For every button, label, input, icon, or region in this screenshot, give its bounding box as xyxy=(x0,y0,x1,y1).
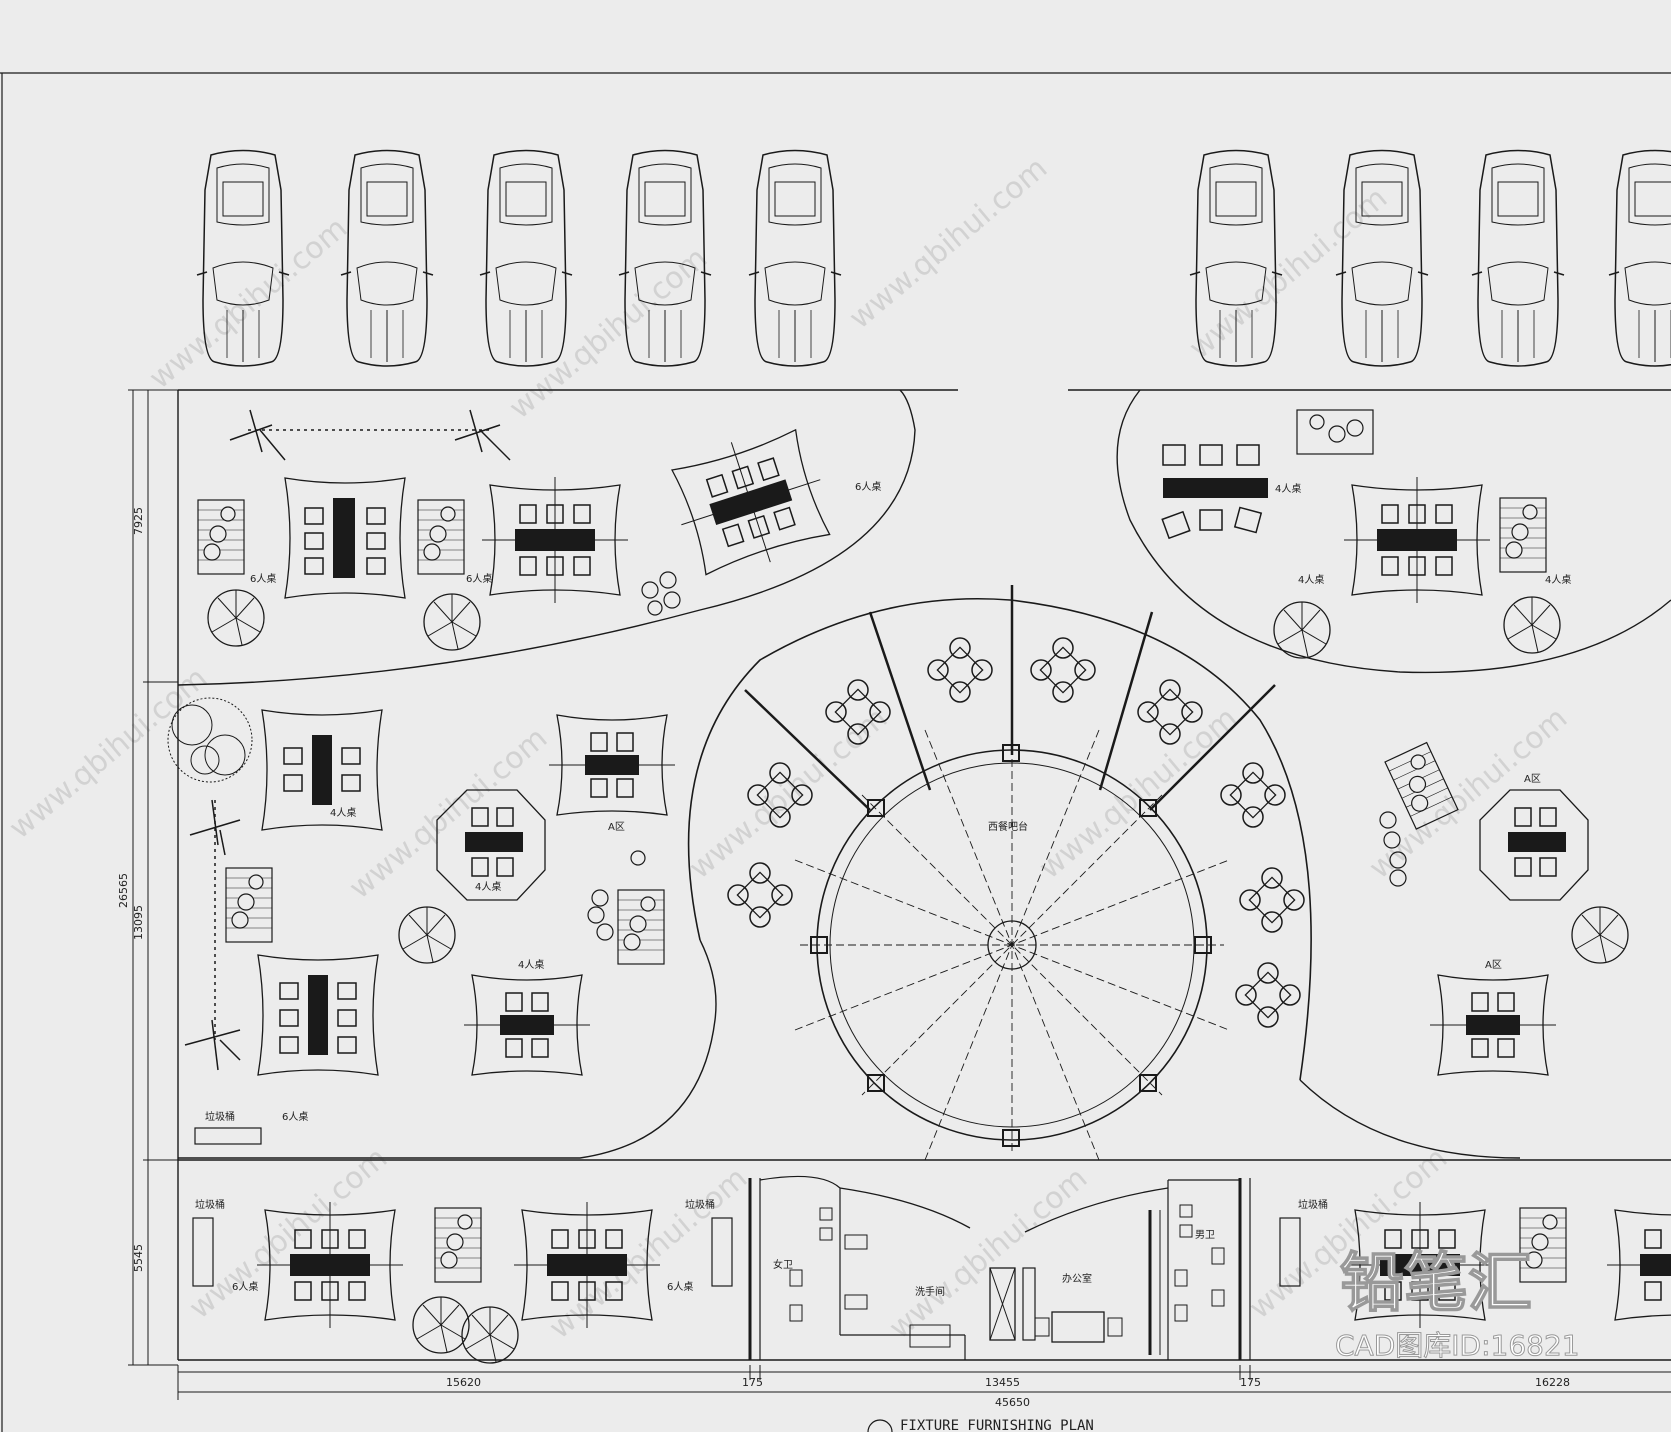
car-icon xyxy=(1335,149,1429,367)
zone-label: A区 xyxy=(608,821,625,833)
zone-label: 6人桌 xyxy=(667,1280,693,1293)
tree-icon xyxy=(1571,906,1629,964)
dimension-label: 5545 xyxy=(132,1244,145,1272)
service-building xyxy=(748,1175,1251,1360)
trash-label: 垃圾桶 xyxy=(195,1198,225,1211)
watermark-text: www.qbihui.com xyxy=(503,241,715,426)
zone-label: 6人桌 xyxy=(855,480,881,493)
car-icon xyxy=(340,149,434,367)
canopy-table-icon xyxy=(1429,974,1557,1076)
zone-label: 4人桌 xyxy=(1298,573,1324,586)
central-pavilion xyxy=(687,585,1312,1161)
zone-label: 6人桌 xyxy=(250,572,276,585)
zone-label: 4人桌 xyxy=(518,958,544,971)
watermark-text: www.qbihui.com xyxy=(683,701,895,886)
zone-label: A区 xyxy=(1485,959,1502,971)
dimension-label: 175 xyxy=(742,1376,763,1389)
watermark-text: www.qbihui.com xyxy=(183,1141,395,1326)
dimension-left xyxy=(128,389,178,1366)
canopy-table-icon xyxy=(548,714,676,816)
planter-icon xyxy=(434,1207,482,1283)
bottom-strip: 垃圾桶 6人桌 6人桌 垃圾桶 垃圾桶 xyxy=(192,1198,1671,1364)
female-wc-label: 女卫 xyxy=(773,1258,793,1271)
planter-icon xyxy=(225,867,273,943)
planter-icon xyxy=(417,499,465,575)
canopy-table-icon xyxy=(661,418,841,586)
site-boundary xyxy=(177,389,1671,1361)
overall-height-label: 26565 xyxy=(117,873,130,908)
overall-width-label: 45650 xyxy=(995,1396,1030,1409)
zone-label: 4人桌 xyxy=(1545,573,1571,586)
car-icon xyxy=(479,149,573,367)
zone-label: 6人桌 xyxy=(466,572,492,585)
canopy-table-icon xyxy=(481,476,629,604)
brand-subtitle: CAD图库ID:16821 xyxy=(1335,1329,1580,1362)
car-icon xyxy=(748,149,842,367)
tree-icon xyxy=(461,1306,519,1364)
watermark-text: www.qbihui.com xyxy=(1033,701,1245,886)
zone-label: 6人桌 xyxy=(232,1280,258,1293)
dimension-label: 15620 xyxy=(446,1376,481,1389)
tree-icon xyxy=(1273,601,1331,659)
watermark-text: www.qbihui.com xyxy=(843,151,1055,336)
drawing-title: FIXTURE FURNISHING PLAN xyxy=(900,1418,1094,1432)
planter-icon xyxy=(1499,497,1547,573)
planter-icon xyxy=(617,889,665,965)
canopy-table-icon xyxy=(463,974,591,1076)
trash-label: 垃圾桶 xyxy=(685,1198,715,1211)
zone-label: 4人桌 xyxy=(1275,482,1301,495)
title-marker-icon xyxy=(867,1419,893,1432)
dimension-label: 175 xyxy=(1240,1376,1261,1389)
watermark-text: www.qbihui.com xyxy=(143,211,355,396)
table-set-icon xyxy=(927,637,993,703)
watermark-layer: www.qbihui.com www.qbihui.com www.qbihui… xyxy=(3,151,1575,1346)
watermark-text: www.qbihui.com xyxy=(3,661,215,846)
tree-icon xyxy=(1503,596,1561,654)
left-upper-zone: 6人桌 6人桌 6人桌 xyxy=(197,409,881,651)
canopy-table-icon xyxy=(513,1201,661,1329)
left-middle-zone: 4人桌 4人桌 A区 4人桌 垃圾桶 6 xyxy=(167,697,676,1145)
zone-label: 4人桌 xyxy=(330,806,356,819)
trash-label: 垃圾桶 xyxy=(1298,1198,1328,1211)
bench-icon xyxy=(194,1127,262,1145)
watermark-text: www.qbihui.com xyxy=(883,1161,1095,1346)
zone-label: A区 xyxy=(1524,773,1541,785)
table-set-icon xyxy=(1220,762,1286,828)
tree-icon xyxy=(412,1296,470,1354)
tree-icon xyxy=(398,906,456,964)
car-icon xyxy=(1608,149,1671,367)
right-middle-zone: A区 A区 xyxy=(1379,741,1629,1076)
dimension-label: 16228 xyxy=(1535,1376,1570,1389)
washroom-label: 洗手间 xyxy=(915,1285,945,1298)
table-set-icon xyxy=(1030,637,1096,703)
planter-icon xyxy=(197,499,245,575)
tree-icon xyxy=(423,593,481,651)
watermark-text: www.qbihui.com xyxy=(543,1161,755,1346)
canopy-table-icon xyxy=(1606,1201,1671,1329)
center-bar-label: 西餐吧台 xyxy=(988,820,1028,833)
right-upper-zone: 4人桌 4人桌 4人桌 xyxy=(1161,409,1571,659)
tree-icon xyxy=(207,589,265,647)
dimension-label: 13095 xyxy=(132,905,145,940)
dimension-label: 13455 xyxy=(985,1376,1020,1389)
zone-label: 4人桌 xyxy=(475,880,501,893)
dimension-bottom xyxy=(177,1365,1671,1400)
zone-label: 6人桌 xyxy=(282,1110,308,1123)
table-set-icon xyxy=(1235,962,1301,1028)
dimension-label: 7925 xyxy=(132,507,145,535)
brand-logo: 铅笔汇 xyxy=(1340,1247,1532,1321)
male-wc-label: 男卫 xyxy=(1195,1229,1215,1241)
canopy-table-icon xyxy=(1343,476,1491,604)
table-set-icon xyxy=(1239,867,1305,933)
trash-label: 垃圾桶 xyxy=(205,1110,235,1123)
office-label: 办公室 xyxy=(1062,1272,1092,1285)
car-icon xyxy=(1471,149,1565,367)
watermark-text: www.qbihui.com xyxy=(343,721,555,906)
table-set-icon xyxy=(727,862,793,928)
